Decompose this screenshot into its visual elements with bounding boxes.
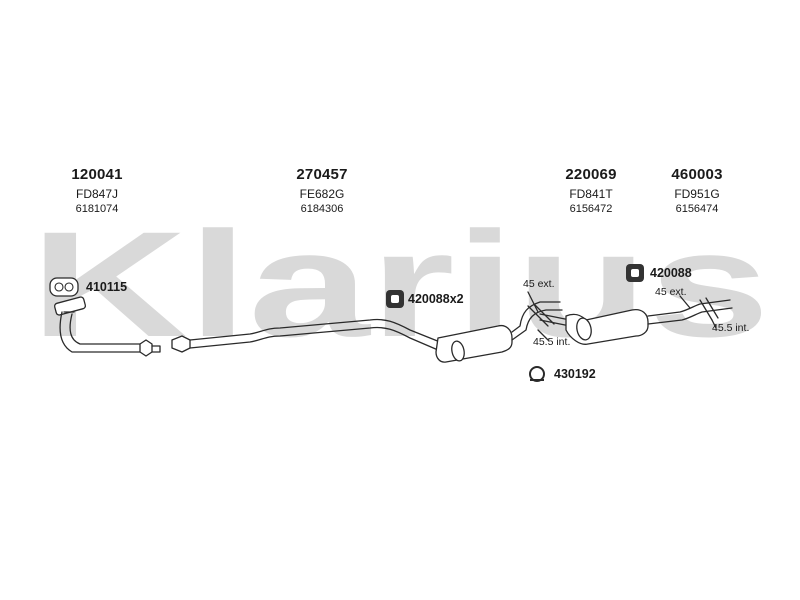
leader-int-2 [711,319,717,329]
clamp-icon[interactable] [529,366,545,382]
part-number[interactable]: 270457 [296,166,348,183]
dimension-int: 45.5 int. [712,322,750,334]
mount-number[interactable]: 420088 [650,266,692,280]
gasket-number[interactable]: 410115 [86,280,128,294]
centre-silencer[interactable] [435,301,563,363]
gasket-icon[interactable] [49,277,79,297]
rubber-mount-icon[interactable] [626,264,644,282]
dimension-ext: 45 ext. [655,286,687,298]
mount-pair-number[interactable]: 420088x2 [408,292,464,306]
oe-number: 6181074 [75,203,119,215]
part-number[interactable]: 460003 [671,166,723,183]
oe-number: 6184306 [300,203,344,215]
part-header-4: 460003 FD951G 6156474 [637,166,757,217]
part-code: FE682G [299,187,345,201]
leader-int-1 [537,329,549,341]
part-code: FD841T [569,187,613,201]
part-code: FD847J [75,187,119,201]
oe-number: 6156472 [569,203,613,215]
rubber-mount-icon[interactable] [386,290,404,308]
oe-number: 6156474 [675,203,719,215]
rear-silencer[interactable] [527,297,733,345]
part-number[interactable]: 120041 [71,166,123,183]
front-pipe[interactable] [53,296,161,357]
part-number[interactable]: 220069 [565,166,617,183]
intermediate-pipe[interactable] [171,318,441,353]
part-header-2: 270457 FE682G 6184306 [262,166,382,217]
part-header-3: 220069 FD841T 6156472 [531,166,651,217]
part-code: FD951G [674,187,720,201]
dimension-int: 45.5 int. [533,336,571,348]
dimension-ext: 45 ext. [523,278,555,290]
leader-ext-1 [527,291,539,313]
clamp-number[interactable]: 430192 [554,367,596,381]
part-header-1: 120041 FD847J 6181074 [37,166,157,217]
leader-ext-2 [679,295,691,309]
